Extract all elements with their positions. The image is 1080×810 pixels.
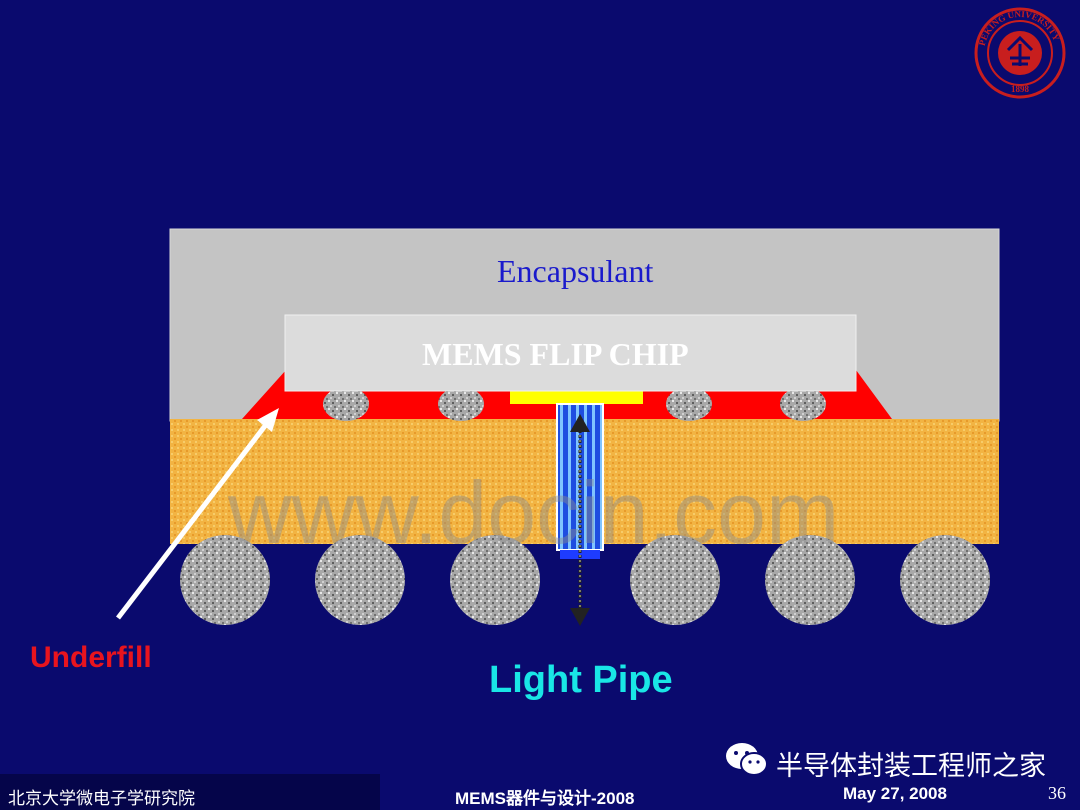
bga-ball bbox=[765, 535, 855, 625]
encapsulant-label: Encapsulant bbox=[497, 253, 654, 289]
logo-year: 1898 bbox=[1011, 84, 1030, 94]
light-pipe-end bbox=[560, 550, 600, 559]
mems-pad bbox=[510, 389, 643, 404]
underfill-arrow-head bbox=[257, 408, 279, 432]
footer-institute: 北京大学微电子学研究院 bbox=[8, 789, 195, 808]
bga-ball bbox=[315, 535, 405, 625]
bga-ball bbox=[450, 535, 540, 625]
underfill-arrow bbox=[116, 420, 270, 620]
bga-ball bbox=[630, 535, 720, 625]
light-arrow-head-up bbox=[570, 414, 590, 432]
solder-bump bbox=[666, 387, 712, 421]
wechat-icon bbox=[726, 743, 768, 776]
footer-course: MEMS器件与设计-2008 bbox=[455, 789, 635, 808]
peking-university-logo: PEKING UNIVERSITY 1898 bbox=[974, 7, 1066, 99]
watermark: www.docin.com bbox=[228, 463, 840, 562]
mems-flip-chip bbox=[284, 314, 857, 392]
page-number: 36 bbox=[1048, 783, 1066, 803]
light-pipe-label: Light Pipe bbox=[489, 659, 673, 701]
footer-left-band bbox=[0, 774, 380, 810]
bga-ball bbox=[900, 535, 990, 625]
underfill-label: Underfill bbox=[30, 641, 152, 674]
bga-ball bbox=[180, 535, 270, 625]
footer-date: May 27, 2008 bbox=[843, 784, 947, 803]
solder-bump bbox=[780, 387, 826, 421]
solder-bump bbox=[323, 387, 369, 421]
wechat-account-name: 半导体封装工程师之家 bbox=[776, 751, 1046, 781]
solder-bump bbox=[438, 387, 484, 421]
light-arrow-head-down bbox=[570, 608, 590, 626]
chip-label: MEMS FLIP CHIP bbox=[422, 336, 689, 372]
